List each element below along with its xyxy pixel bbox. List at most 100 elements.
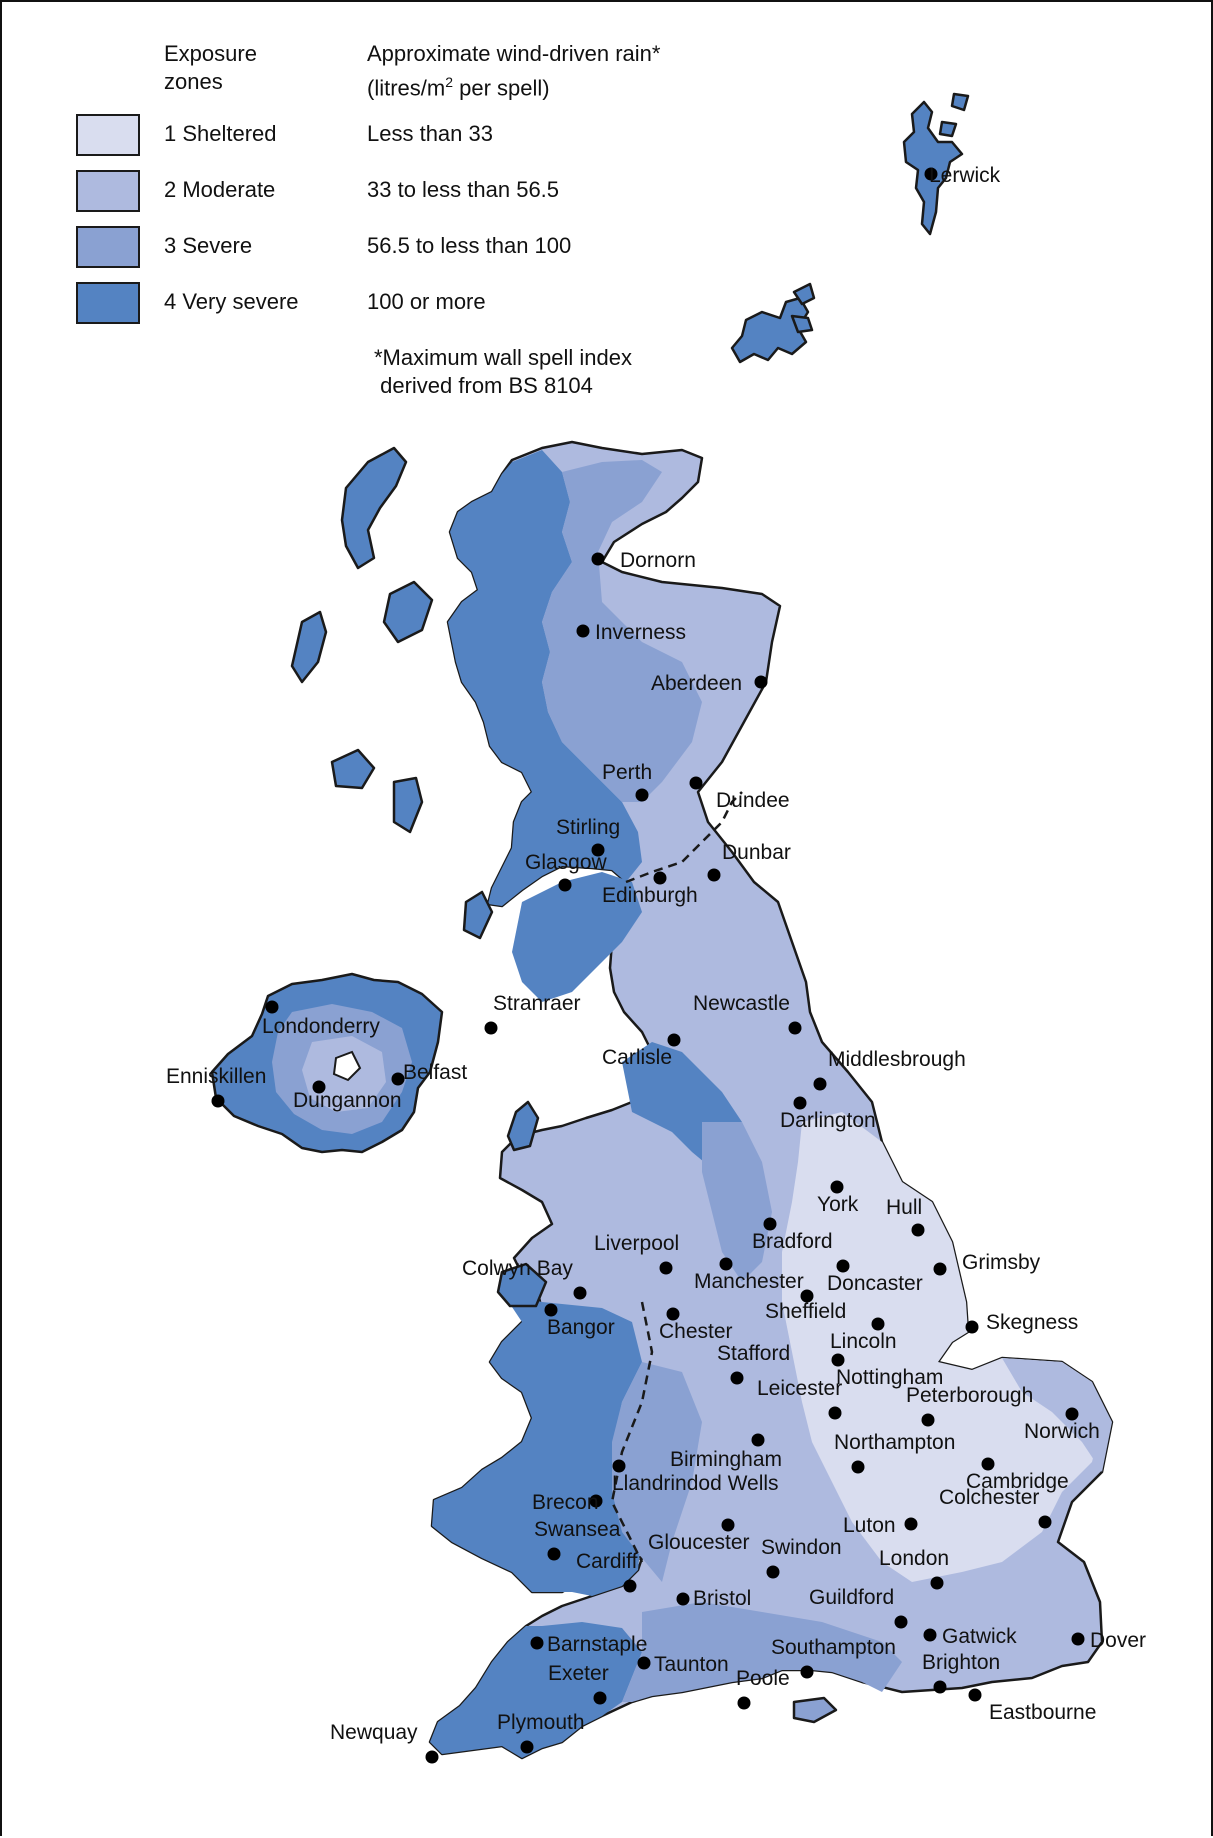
city-dot-chester (666, 1307, 680, 1321)
city-dot-dornorn (591, 552, 605, 566)
city-dot-swindon (766, 1565, 780, 1579)
city-label-edinburgh: Edinburgh (602, 884, 698, 907)
city-dot-enniskillen (211, 1094, 225, 1108)
shetland-islet (938, 120, 958, 138)
zone-4-range: 100 or more (367, 289, 486, 314)
city-dot-luton (904, 1517, 918, 1531)
city-label-taunton: Taunton (654, 1653, 729, 1676)
city-dot-colchester (1038, 1515, 1052, 1529)
city-dot-norwich (1065, 1407, 1079, 1421)
zone-3-label: 3 Severe (164, 233, 253, 258)
city-dot-londonderry (265, 1000, 279, 1014)
city-label-colwyn-bay: Colwyn Bay (462, 1257, 573, 1280)
zone-2-range: 33 to less than 56.5 (367, 177, 560, 202)
anglesey (496, 1262, 548, 1308)
city-label-lerwick: Lerwick (929, 164, 1001, 187)
rain-heading-line2: (litres/m2 per spell) (367, 68, 660, 102)
city-dot-eastbourne (968, 1688, 982, 1702)
city-label-cambridge: Cambridge (966, 1470, 1069, 1493)
shetland-islet (950, 92, 970, 112)
city-dot-colwyn-bay (573, 1286, 587, 1300)
city-label-gloucester: Gloucester (648, 1531, 750, 1554)
city-dot-hull (911, 1223, 925, 1237)
city-dot-skegness (965, 1320, 979, 1334)
rain-heading-line1: Approximate wind-driven rain* (367, 41, 661, 66)
zone-very-severe-southwest (430, 1622, 642, 1758)
city-label-luton: Luton (843, 1514, 896, 1537)
city-label-swansea: Swansea (534, 1518, 621, 1541)
western-isles-south (290, 610, 328, 684)
city-label-liverpool: Liverpool (594, 1232, 679, 1255)
city-label-plymouth: Plymouth (497, 1711, 585, 1734)
city-dot-belfast (391, 1072, 405, 1086)
city-dot-perth (635, 788, 649, 802)
city-dot-nottingham (831, 1353, 845, 1367)
city-dot-edinburgh (653, 871, 667, 885)
city-label-inverness: Inverness (595, 621, 686, 644)
city-dot-carlisle (667, 1033, 681, 1047)
zone-4-label: 4 Very severe (164, 289, 299, 314)
zone-severe-pennines (702, 1122, 772, 1282)
city-label-carlisle: Carlisle (602, 1046, 672, 1069)
city-dot-bangor (544, 1303, 558, 1317)
city-dot-poole (737, 1696, 751, 1710)
skye (382, 580, 434, 644)
city-label-norwich: Norwich (1024, 1420, 1100, 1443)
city-dot-bradford (763, 1217, 777, 1231)
zone-1-swatch (76, 114, 140, 156)
city-dot-aberdeen (754, 675, 768, 689)
rain-heading-unit: (litres/m (367, 75, 446, 101)
lough-neagh (332, 1050, 362, 1082)
footnote-line1: *Maximum wall spell index (374, 345, 632, 370)
city-label-lincoln: Lincoln (830, 1330, 897, 1353)
city-label-belfast: Belfast (403, 1061, 467, 1084)
city-dot-plymouth (520, 1740, 534, 1754)
city-label-bradford: Bradford (752, 1230, 833, 1253)
city-label-chester: Chester (659, 1320, 733, 1343)
zone-very-severe-uplands (512, 872, 642, 1002)
city-label-guildford: Guildford (809, 1586, 894, 1609)
city-dot-cambridge (981, 1457, 995, 1471)
city-label-glasgow: Glasgow (525, 851, 608, 874)
legend: Exposure zones Approximate wind-driven r… (2, 2, 762, 422)
city-label-skegness: Skegness (986, 1311, 1078, 1334)
city-label-gatwick: Gatwick (942, 1625, 1017, 1648)
zone-severe-south (622, 1602, 902, 1702)
england-wales-border (610, 1301, 654, 1563)
zones-heading-line2: zones (164, 69, 223, 94)
city-dot-sheffield (800, 1289, 814, 1303)
zone-severe-scotland-east (542, 460, 702, 802)
isle-of-wight (792, 1696, 838, 1724)
orkney-islet (790, 314, 814, 334)
city-label-middlesbrough: Middlesbrough (828, 1048, 966, 1071)
city-dot-lerwick (924, 167, 938, 181)
city-label-enniskillen: Enniskillen (166, 1065, 266, 1088)
city-dot-birmingham (751, 1433, 765, 1447)
city-label-swindon: Swindon (761, 1536, 842, 1559)
city-label-grimsby: Grimsby (962, 1251, 1041, 1274)
city-dot-gatwick (923, 1628, 937, 1642)
rain-heading: Approximate wind-driven rain* (litres/m2… (367, 40, 660, 102)
rain-heading-suffix: per spell) (453, 75, 550, 101)
city-dot-inverness (576, 624, 590, 638)
city-markers: LerwickDornornInvernessAberdeenPerthDund… (166, 164, 1146, 1764)
isle-of-man (506, 1100, 540, 1152)
zone-4-swatch (76, 282, 140, 324)
city-dot-brecon (589, 1494, 603, 1508)
city-label-stafford: Stafford (717, 1342, 790, 1365)
islay-jura (392, 776, 424, 834)
zone-3-swatch (76, 226, 140, 268)
city-dot-guildford (894, 1615, 908, 1629)
zone-1-range: Less than 33 (367, 121, 493, 146)
city-dot-barnstaple (530, 1636, 544, 1650)
arran (462, 890, 494, 940)
zone-2-label: 2 Moderate (164, 177, 276, 202)
city-dot-dungannon (312, 1080, 326, 1094)
city-label-darlington: Darlington (780, 1109, 876, 1132)
city-dot-london (930, 1576, 944, 1590)
zone-very-severe-wales (432, 1292, 642, 1596)
city-label-london: London (879, 1547, 949, 1570)
city-dot-northampton (851, 1460, 865, 1474)
city-label-aberdeen: Aberdeen (651, 672, 742, 695)
